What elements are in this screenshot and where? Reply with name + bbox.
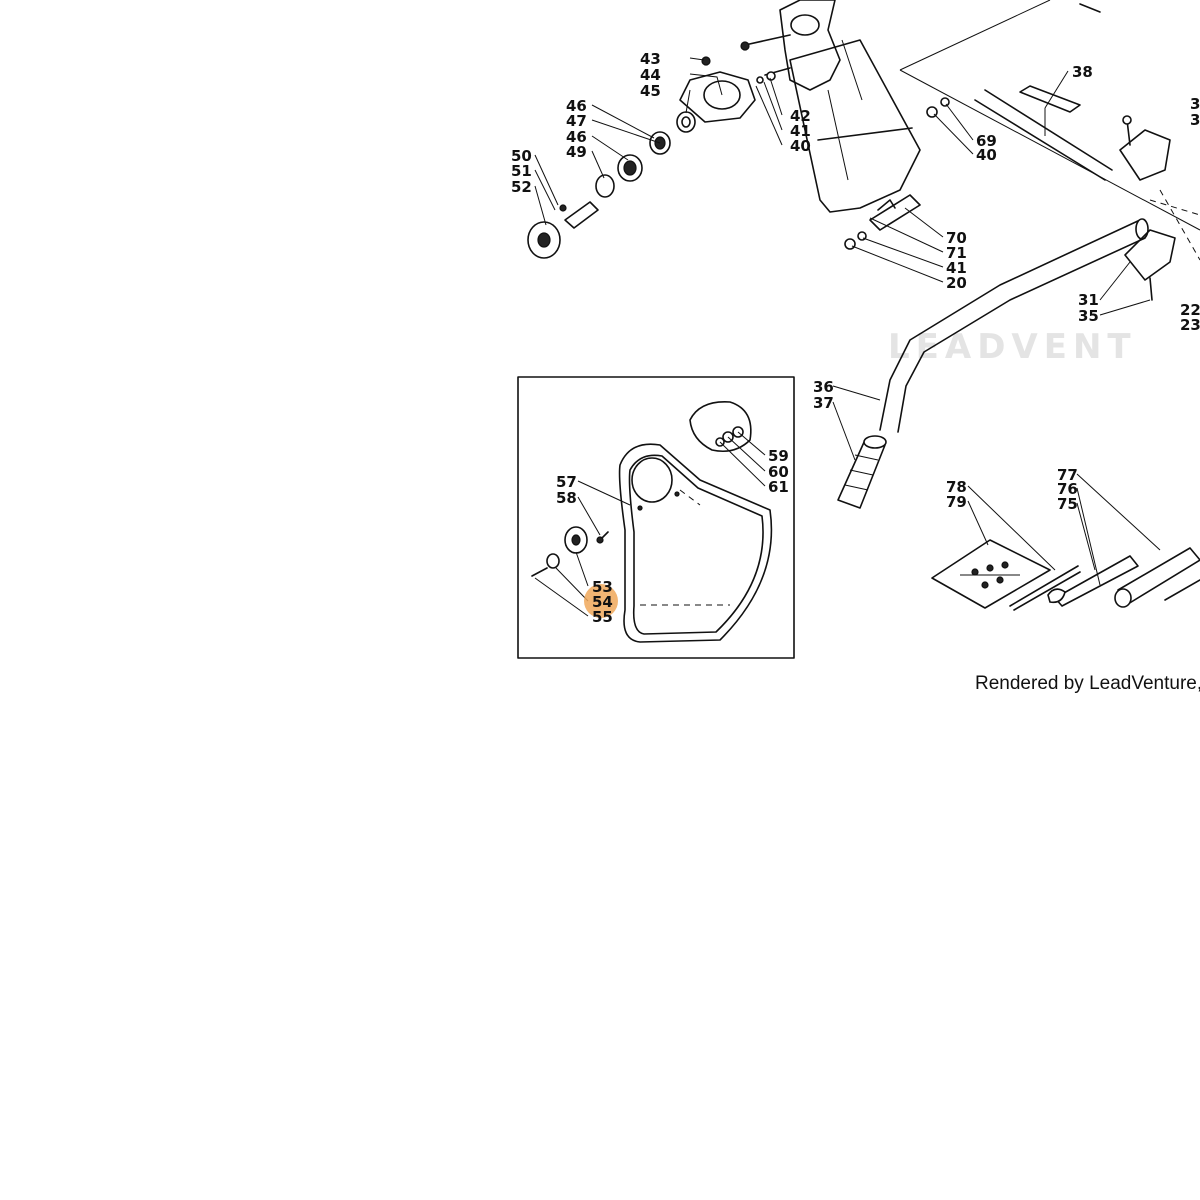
callout-75[interactable]: 75 (1057, 495, 1078, 513)
callout-57[interactable]: 57 (556, 473, 577, 491)
callout-69[interactable]: 69 (976, 132, 997, 150)
callout-3-b[interactable]: 3 (1190, 111, 1200, 129)
callout-22[interactable]: 22 (1180, 301, 1200, 319)
callout-3-a[interactable]: 3 (1190, 95, 1200, 113)
drive-shaft-assembly (740, 0, 1200, 231)
guard-inset (517, 376, 795, 659)
callout-41[interactable]: 41 (790, 122, 811, 140)
bracket-assembly (844, 194, 921, 250)
tool-kit (931, 539, 1200, 611)
callout-79[interactable]: 79 (946, 493, 967, 511)
callout-43[interactable]: 43 (640, 50, 661, 68)
watermark-text: LEADVENT (888, 327, 1137, 367)
callout-70[interactable]: 70 (946, 229, 967, 247)
callout-49[interactable]: 49 (566, 143, 587, 161)
callout-60[interactable]: 60 (768, 463, 789, 481)
render-caption: Rendered by LeadVenture, I (975, 673, 1200, 694)
callout-37[interactable]: 37 (813, 394, 834, 412)
callout-55[interactable]: 55 (592, 608, 613, 626)
callout-47[interactable]: 47 (566, 112, 587, 130)
callout-54[interactable]: 54 (592, 593, 613, 611)
callout-44[interactable]: 44 (640, 66, 661, 84)
callout-40[interactable]: 40 (790, 137, 811, 155)
callout-77[interactable]: 77 (1057, 466, 1078, 484)
callout-51[interactable]: 51 (511, 162, 532, 180)
callout-40-b[interactable]: 40 (976, 146, 997, 164)
leader-lines (534, 57, 1161, 617)
callout-61[interactable]: 61 (768, 478, 789, 496)
callout-71[interactable]: 71 (946, 244, 967, 262)
callout-42[interactable]: 42 (790, 107, 811, 125)
callout-38[interactable]: 38 (1072, 63, 1093, 81)
callout-50[interactable]: 50 (511, 147, 532, 165)
callout-52[interactable]: 52 (511, 178, 532, 196)
callout-58[interactable]: 58 (556, 489, 577, 507)
highlight-marker (584, 584, 618, 618)
callout-35[interactable]: 35 (1078, 307, 1099, 325)
callout-20[interactable]: 20 (946, 274, 967, 292)
callout-53[interactable]: 53 (592, 578, 613, 596)
callout-45[interactable]: 45 (640, 82, 661, 100)
handle-bar (837, 115, 1200, 509)
callout-46-b[interactable]: 46 (566, 128, 587, 146)
callout-46[interactable]: 46 (566, 97, 587, 115)
callout-labels: 38 43 44 45 46 47 46 49 42 41 40 69 40 5… (511, 50, 1200, 626)
callout-59[interactable]: 59 (768, 447, 789, 465)
callout-23[interactable]: 23 (1180, 316, 1200, 334)
callout-36[interactable]: 36 (813, 378, 834, 396)
callout-76[interactable]: 76 (1057, 480, 1078, 498)
callout-31[interactable]: 31 (1078, 291, 1099, 309)
callout-78[interactable]: 78 (946, 478, 967, 496)
callout-41-b[interactable]: 41 (946, 259, 967, 277)
